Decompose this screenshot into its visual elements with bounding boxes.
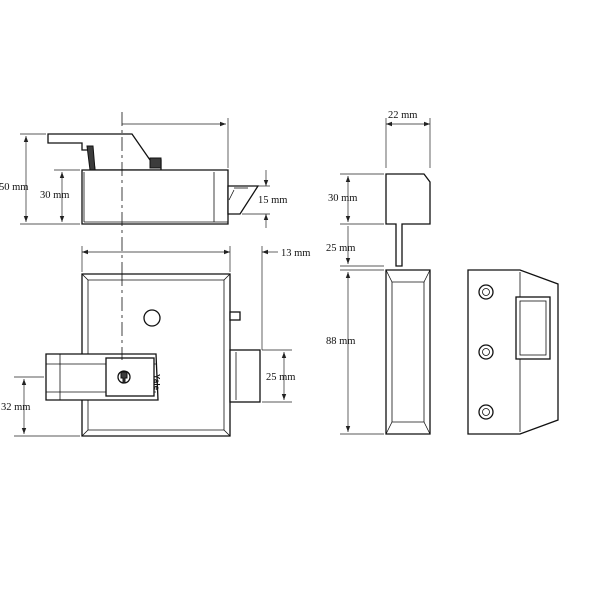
- keep-screw-hole-top: [478, 284, 494, 300]
- dim-25mm-bolt-label: 25 mm: [266, 372, 295, 383]
- side-view: 22 mm 30 mm 25 mm 88 mm: [326, 110, 431, 435]
- dim-25mm-gap-label: 25 mm: [326, 243, 355, 254]
- top-view-handle: [47, 133, 162, 171]
- dim-30mm-label: 30 mm: [40, 190, 69, 201]
- dim-32mm-label: 32 mm: [1, 402, 30, 413]
- dim-22mm-label: 22 mm: [388, 110, 417, 121]
- top-view: 50 mm 30 mm 15 mm: [0, 112, 287, 272]
- front-view: 13 mm Yale 25 mm: [1, 246, 310, 437]
- dim-15mm-label: 15 mm: [258, 195, 287, 206]
- keep-bolt-pocket: [515, 296, 551, 360]
- keep-screw-hole-bottom: [478, 404, 494, 420]
- front-view-fixing-hole: [143, 309, 161, 327]
- dim-50mm-label: 50 mm: [0, 182, 28, 193]
- top-view-latch: [227, 185, 260, 215]
- top-view-case: [81, 169, 229, 225]
- front-view-bolt: [229, 349, 261, 403]
- side-view-upper-profile: [385, 173, 431, 267]
- dim-13mm-label: 13 mm: [281, 248, 310, 259]
- brand-mark: Yale: [152, 374, 161, 391]
- keep-front-view: [467, 269, 559, 435]
- dim-88mm-label: 88 mm: [326, 336, 355, 347]
- keep-screw-hole-middle: [478, 344, 494, 360]
- dim-30mm-side-label: 30 mm: [328, 193, 357, 204]
- side-view-keep: [385, 269, 431, 435]
